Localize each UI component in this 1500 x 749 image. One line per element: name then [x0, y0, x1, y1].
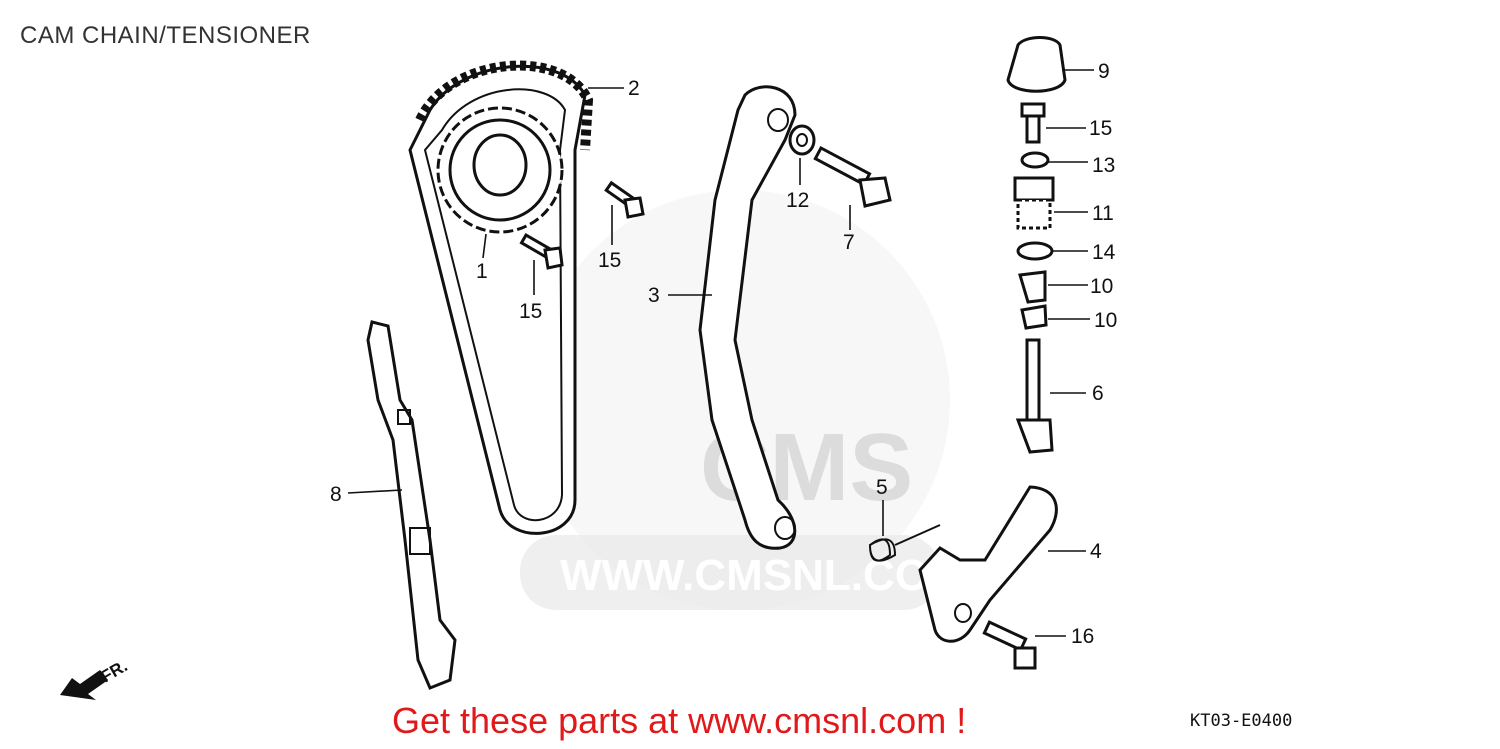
- lifter-body-11: [1013, 176, 1055, 230]
- callout-15a: 15: [598, 249, 621, 272]
- callout-3: 3: [648, 284, 660, 307]
- lifter-arm-4: [918, 485, 1058, 643]
- callout-10a: 10: [1090, 275, 1113, 298]
- tensioner-arm: [698, 85, 797, 550]
- callout-2: 2: [628, 77, 640, 100]
- bolt-15-left: [519, 232, 564, 270]
- bolt-15-mid: [604, 180, 645, 219]
- washer-12: [788, 124, 816, 156]
- callout-15c: 15: [1089, 117, 1112, 140]
- leader-lines: [347, 69, 1094, 637]
- spring-5: [868, 524, 941, 562]
- callout-1: 1: [476, 260, 488, 283]
- push-rod-6: [1015, 338, 1054, 454]
- callout-5: 5: [876, 476, 888, 499]
- washer-13: [1020, 151, 1050, 169]
- diagram-code: KT03-E0400: [1190, 711, 1293, 731]
- callout-9: 9: [1098, 60, 1110, 83]
- callout-10b: 10: [1094, 309, 1117, 332]
- cam-sprocket: [436, 106, 564, 234]
- front-direction-arrow: FR.: [60, 656, 131, 700]
- diagram-title: CAM CHAIN/TENSIONER: [20, 22, 311, 49]
- watermark-url: WWW.CMSNL.COM: [560, 551, 966, 600]
- callout-16: 16: [1071, 625, 1094, 648]
- callout-12: 12: [786, 189, 809, 212]
- footer-link-text[interactable]: Get these parts at www.cmsnl.com !: [392, 700, 967, 741]
- callout-11: 11: [1092, 202, 1114, 225]
- collar-10b: [1020, 304, 1048, 330]
- chain-guide: [366, 320, 457, 690]
- bolt-15-right: [1020, 102, 1046, 144]
- callout-13: 13: [1092, 154, 1115, 177]
- callout-4: 4: [1090, 540, 1102, 563]
- o-ring-14: [1016, 241, 1054, 261]
- bolt-7: [813, 145, 892, 208]
- collar-10a: [1018, 270, 1047, 304]
- callouts: 1 2 3 4 5 6 7 8 9 10 10 11 12 13 14 15 1…: [330, 60, 1117, 648]
- callout-15b: 15: [519, 300, 542, 323]
- bolt-16: [982, 620, 1037, 670]
- cap-9: [1006, 36, 1067, 93]
- callout-14: 14: [1092, 241, 1116, 264]
- callout-6: 6: [1092, 382, 1104, 405]
- callout-7: 7: [843, 231, 855, 254]
- callout-8: 8: [330, 483, 342, 506]
